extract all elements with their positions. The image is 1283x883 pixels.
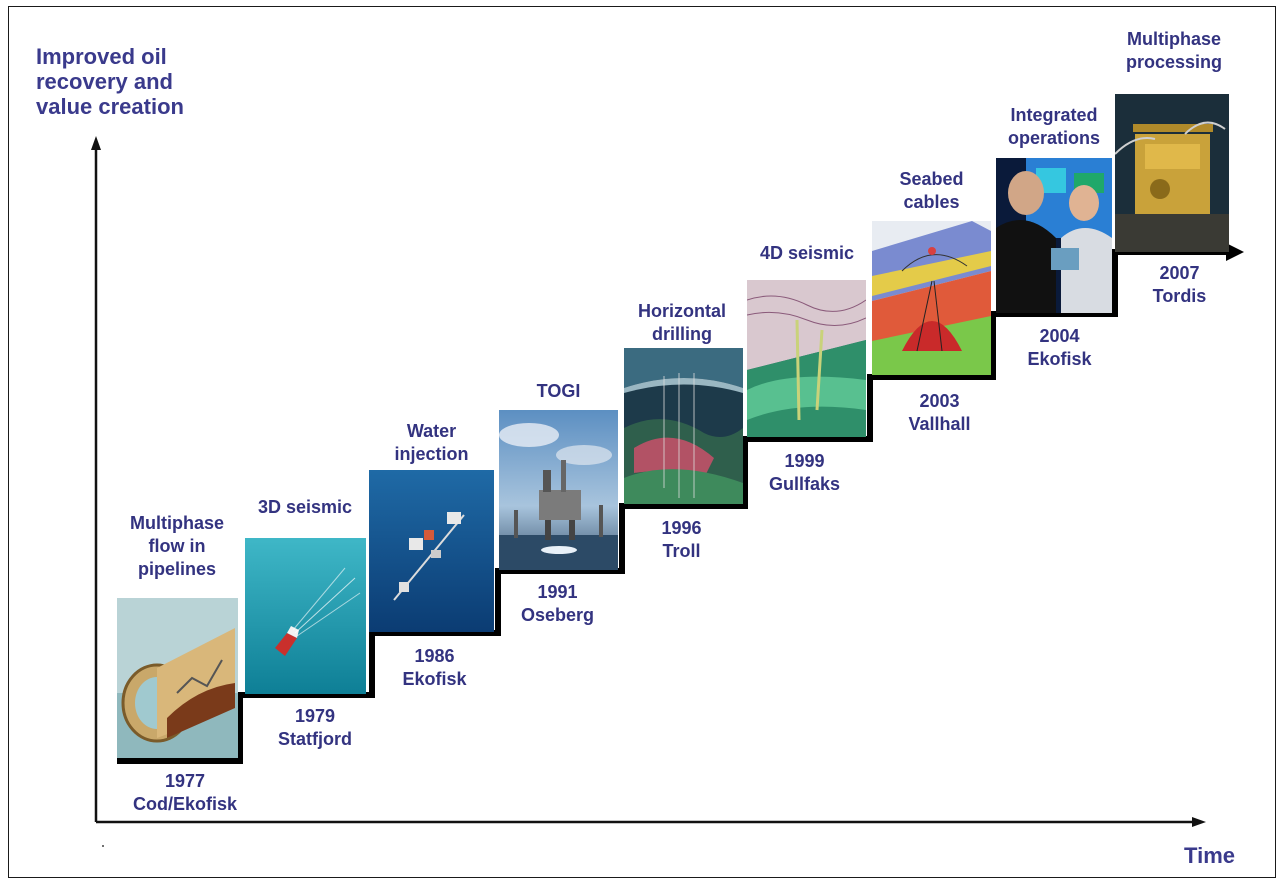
milestone-4-technology: TOGI	[536, 381, 581, 401]
milestone-8-technology: Integrated operations	[1007, 105, 1100, 148]
y-axis-label: Improved oil recovery and value creation	[36, 44, 184, 119]
milestone-7-technology: Seabed cables	[899, 169, 964, 212]
4d-seismic-visualization	[747, 280, 866, 437]
platform-aerial-photo	[369, 470, 494, 632]
staircase-line	[117, 249, 1226, 764]
x-axis-arrowhead	[1192, 817, 1206, 827]
seismic-vessel-photo	[245, 538, 366, 694]
control-room-photo	[996, 158, 1112, 313]
pipeline-pig-photo	[117, 598, 238, 758]
subsea-module-photo	[1115, 94, 1229, 252]
milestone-9-technology: Multiphase processing	[1125, 29, 1223, 72]
milestone-5-technology: Horizontal drilling	[638, 301, 726, 344]
seabed-cable-visualization	[872, 221, 991, 375]
x-axis-label: Time	[1184, 843, 1235, 868]
diagram-frame	[8, 6, 1276, 878]
milestone-1-technology: Multiphase flow in pipelines	[129, 513, 224, 579]
milestone-2-technology: 3D seismic	[257, 497, 353, 517]
y-axis-arrowhead	[91, 136, 101, 150]
milestone-6-technology: 4D seismic	[759, 243, 855, 263]
milestone-3-technology: Water injection	[394, 421, 469, 464]
staircase-arrowhead	[1226, 243, 1244, 261]
reservoir-model-photo	[624, 348, 743, 504]
offshore-rig-photo	[499, 410, 618, 570]
